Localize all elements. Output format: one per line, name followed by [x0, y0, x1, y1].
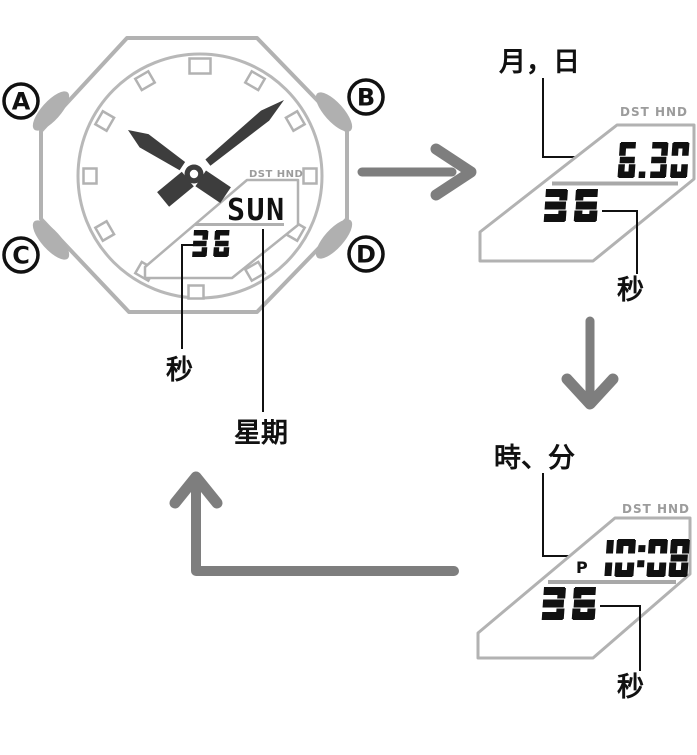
panel-hour-minute-pm-indicator: P: [576, 558, 588, 577]
hour-marker: [93, 109, 116, 133]
panel-hour-minute-title: 時、分: [494, 443, 575, 473]
hour-marker: [243, 260, 267, 283]
panel-month-day-seconds-display: [543, 189, 598, 222]
minute-hand: [205, 100, 284, 166]
lcd-band: [143, 178, 300, 280]
panel-hour-minute: 時、分 DST HND P 秒: [476, 443, 692, 702]
hour-marker: [82, 167, 98, 185]
button-c-circle: [2, 236, 40, 274]
watch-weekday-display: SUN: [227, 193, 286, 228]
hour-marker: [133, 69, 157, 92]
panel-hour-minute-seconds-label: 秒: [617, 672, 644, 702]
hour-hand: [128, 130, 186, 171]
panel-hour-minute-value-display: [604, 539, 690, 577]
watch-dst-hnd-indicator: DST HND: [249, 169, 303, 180]
hour-marker: [302, 167, 318, 185]
hour-marker: [93, 219, 116, 243]
button-label-c: C: [2, 236, 40, 274]
watch-seconds-label: 秒: [166, 355, 193, 385]
callout-line-panel2-seconds: [600, 605, 641, 671]
button-c-bump: [32, 220, 70, 260]
flow-arrow-down-icon: [561, 316, 619, 410]
hour-marker: [243, 69, 267, 92]
watch-seconds-display: [192, 230, 230, 257]
button-d-circle: [347, 235, 385, 273]
panel-hour-minute-seconds-display: [541, 587, 596, 620]
button-b-letter: B: [357, 84, 375, 112]
flow-arrow-return-icon: [169, 471, 459, 576]
button-label-d: D: [347, 235, 385, 273]
flow-arrow-right-icon: [357, 143, 477, 201]
button-c-letter: C: [12, 242, 30, 270]
button-d-letter: D: [356, 241, 376, 269]
button-a-letter: A: [12, 88, 31, 116]
hour-marker: [187, 284, 205, 300]
panel-hour-minute-dst-hnd-indicator: DST HND: [622, 502, 690, 516]
panel-month-day-seconds-label: 秒: [617, 275, 644, 305]
button-label-b: B: [347, 78, 385, 116]
panel-month-day-value-display: [617, 142, 690, 178]
callout-line-watch-seconds: [181, 244, 193, 349]
hour-hand-tail: [195, 170, 231, 203]
panel-month-day: 月，日 DST HND 秒: [478, 47, 696, 305]
minute-hand-tail: [157, 171, 194, 207]
hour-marker: [284, 109, 307, 133]
button-d-bump: [315, 219, 353, 259]
watch-weekday-label: 星期: [234, 418, 288, 448]
center-hub-hole: [189, 169, 199, 179]
watch: DST HND SUN: [32, 36, 353, 412]
button-label-a: A: [2, 82, 40, 120]
button-b-circle: [347, 78, 385, 116]
panel-month-day-title: 月，日: [498, 47, 580, 77]
button-b-bump: [315, 92, 353, 132]
hour-marker-12: [188, 57, 212, 75]
button-a-circle: [2, 82, 40, 120]
panel-month-day-dst-hnd-indicator: DST HND: [620, 105, 688, 119]
callout-line-panel1-seconds: [602, 210, 638, 274]
button-a-bump: [32, 91, 70, 131]
